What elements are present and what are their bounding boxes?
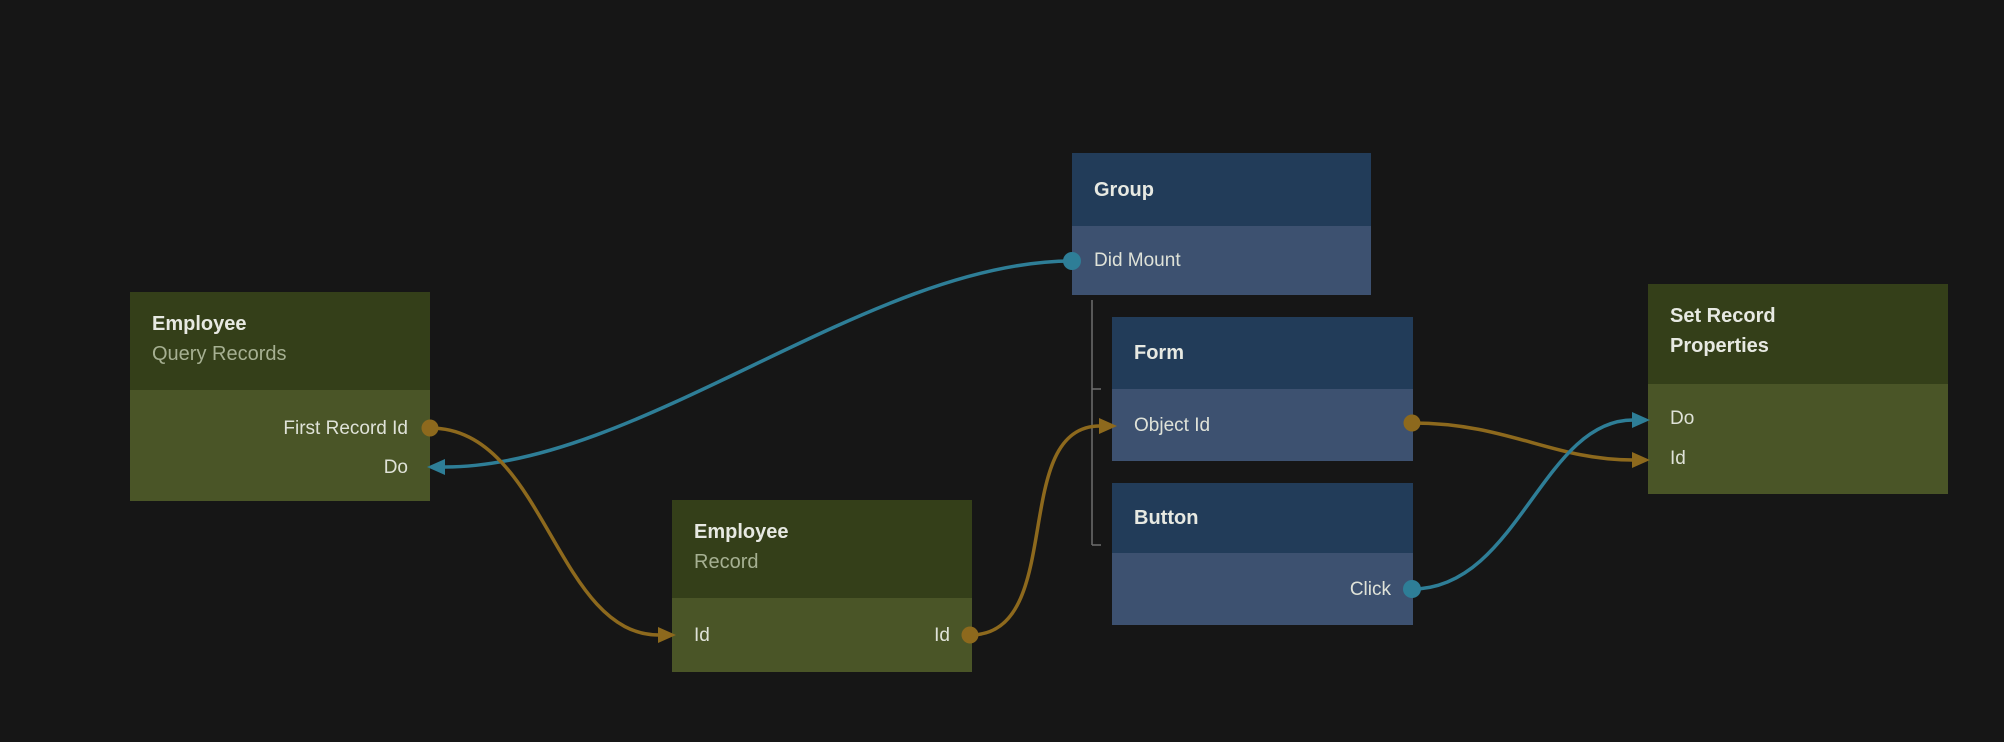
wire-click-to-do[interactable] (1410, 418, 1635, 591)
node-body: Click (1112, 553, 1413, 625)
port-first-record-id[interactable]: First Record Id (283, 418, 408, 439)
port-object-id[interactable]: Object Id (1134, 414, 1211, 436)
node-header[interactable]: Button (1112, 483, 1413, 553)
port-id-input[interactable]: Id (694, 624, 710, 646)
node-subtitle: Record (694, 551, 759, 573)
port-dot-did-mount[interactable] (1063, 252, 1081, 270)
node-subtitle: Query Records (152, 343, 287, 365)
node-form[interactable]: Form Object Id (1112, 317, 1413, 461)
wire-objectid-to-id[interactable] (1410, 421, 1635, 462)
hierarchy-tree-connector (1091, 300, 1101, 546)
node-body: Did Mount (1072, 226, 1371, 295)
port-dot-click[interactable] (1403, 580, 1421, 598)
wire-arrow-srp-do (1632, 412, 1650, 428)
port-do[interactable]: Do (383, 457, 408, 478)
port-dot-first-record-id[interactable] (421, 419, 439, 437)
port-did-mount[interactable]: Did Mount (1094, 250, 1181, 271)
node-button[interactable]: Button Click (1112, 483, 1413, 625)
node-title: Employee (152, 313, 247, 335)
port-do[interactable]: Do (1670, 408, 1695, 429)
node-employee-record[interactable]: Employee Record Id Id (672, 500, 972, 672)
node-header[interactable]: Group (1072, 153, 1371, 226)
node-group[interactable]: Group Did Mount (1072, 153, 1371, 295)
node-title: Form (1134, 342, 1184, 364)
wire-firstrecordid-to-id[interactable] (428, 426, 661, 637)
node-body: Do Id (1648, 384, 1948, 494)
node-set-record-properties[interactable]: Set Record Properties Do Id (1648, 284, 1948, 494)
port-click[interactable]: Click (1349, 578, 1391, 600)
node-header[interactable]: Form (1112, 317, 1413, 389)
node-body: First Record Id Do (130, 390, 430, 501)
node-title: Employee (694, 521, 789, 543)
wire-didmount-to-do[interactable] (443, 259, 1074, 469)
node-body: Object Id (1112, 389, 1413, 461)
node-title: Set Record Properties (1670, 305, 1776, 357)
node-body: Id Id (672, 598, 972, 672)
node-title: Button (1134, 507, 1199, 529)
port-dot-record-id-out[interactable] (961, 626, 979, 644)
node-employee-query-records[interactable]: Employee Query Records First Record Id D… (130, 292, 430, 501)
node-header[interactable]: Set Record Properties (1648, 284, 1948, 384)
wire-arrow-objectid (1099, 418, 1117, 434)
wire-arrow-record-id (658, 627, 676, 643)
port-dot-object-id-out[interactable] (1403, 414, 1421, 432)
wire-arrow-srp-id (1632, 452, 1650, 468)
port-id[interactable]: Id (1670, 448, 1686, 469)
port-id-output[interactable]: Id (934, 624, 950, 646)
node-title: Group (1094, 178, 1154, 201)
wire-arrow-do (427, 459, 445, 475)
node-header[interactable]: Employee Record (672, 500, 972, 598)
node-header[interactable]: Employee Query Records (130, 292, 430, 390)
wire-id-to-objectid[interactable] (968, 424, 1102, 637)
